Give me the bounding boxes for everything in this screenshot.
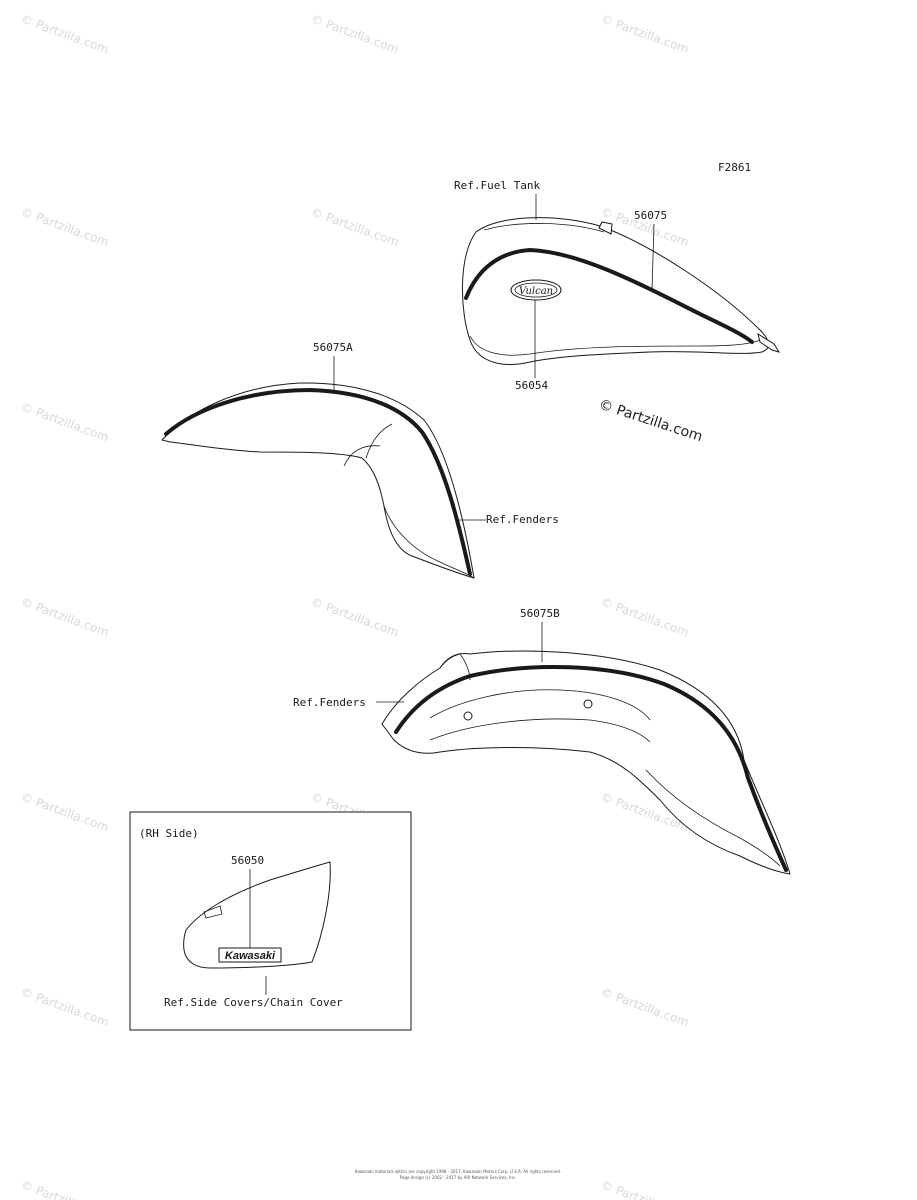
tank-emblem-inner <box>514 282 558 298</box>
tank-emblem-badge <box>510 279 562 301</box>
tank-ridge <box>483 223 605 233</box>
rear-fender-mount-hole <box>463 711 473 721</box>
rear-fender-illustration <box>381 650 791 875</box>
rear-fender-panel-top <box>429 689 651 721</box>
callout-fuel-tank-ref: Ref.Fuel Tank <box>454 179 540 192</box>
rear-fender-panel-bottom <box>429 718 651 743</box>
watermark-tile: © Partzilla.com <box>599 595 691 640</box>
tank-emblem-logo: Vulcan <box>519 286 553 297</box>
partzilla-watermark: © Partzilla.com <box>597 397 705 446</box>
rear-fender-mount-hole <box>583 699 593 709</box>
callout-front-fender-stripe: 56075A <box>313 341 353 354</box>
watermark-tile: © Partzilla.com <box>599 1178 691 1200</box>
callout-side-cover-emblem: 56050 <box>231 854 264 867</box>
front-fender-lower-contour <box>383 505 475 579</box>
side-cover-outline <box>183 861 331 969</box>
watermark-tile: © Partzilla.com <box>19 1178 111 1200</box>
callout-tank-emblem: 56054 <box>515 379 548 392</box>
watermark-tile: © Partzilla.com <box>309 595 401 640</box>
tank-filler-cap <box>598 221 613 235</box>
watermark-tile: © Partzilla.com <box>309 12 401 57</box>
front-fender-fork-line <box>365 423 393 459</box>
fuel-tank-illustration: Vulcan <box>461 217 781 365</box>
front-fender-inner-edge <box>343 445 381 467</box>
leader-tank-stripe <box>651 223 655 291</box>
callout-rear-fender-ref: Ref.Fenders <box>293 696 366 709</box>
figure-code: F2861 <box>718 161 751 174</box>
front-fender-stripe <box>164 387 472 576</box>
front-fender-illustration <box>161 382 475 579</box>
watermark-tile: © Partzilla.com <box>19 400 111 445</box>
watermark-tile: © Partzilla.com <box>599 12 691 57</box>
watermark-tile: © Partzilla.com <box>19 205 111 250</box>
rear-fender-tip <box>439 653 471 681</box>
rear-fender-outline <box>381 650 791 875</box>
front-fender-outline <box>161 382 475 579</box>
watermark-tile: © Partzilla.com <box>19 595 111 640</box>
watermark-tile: © Partzilla.com <box>19 790 111 835</box>
copyright-line-2: Page design (c) 2002 - 2017 by ARI Netwo… <box>400 1175 516 1180</box>
tank-lower-contour <box>469 335 761 356</box>
side-cover-tab <box>203 905 223 919</box>
fuel-tank-outline <box>461 217 769 365</box>
watermark-tile: © Partzilla.com <box>19 985 111 1030</box>
callout-rear-fender-stripe: 56075B <box>520 607 560 620</box>
tank-stripe <box>464 247 754 344</box>
side-cover-emblem-logo: Kawasaki <box>225 950 276 962</box>
callout-tank-stripe: 56075 <box>634 209 667 222</box>
copyright-line-1: Kawasaki materials within are copyright … <box>355 1169 561 1174</box>
callout-front-fender-ref: Ref.Fenders <box>486 513 559 526</box>
watermark-tile: © Partzilla.com <box>599 985 691 1030</box>
rear-fender-stripe <box>394 665 788 872</box>
tank-rear-tab <box>757 332 781 353</box>
callout-side-cover-ref: Ref.Side Covers/Chain Cover <box>164 996 343 1009</box>
inset-title: (RH Side) <box>139 827 199 840</box>
rear-fender-side-contour <box>645 769 781 867</box>
watermark-tile: © Partzilla.com <box>19 12 111 57</box>
rh-side-inset: (RH Side) Kawasaki <box>129 811 412 1031</box>
watermark-tile: © Partzilla.com <box>309 205 401 250</box>
